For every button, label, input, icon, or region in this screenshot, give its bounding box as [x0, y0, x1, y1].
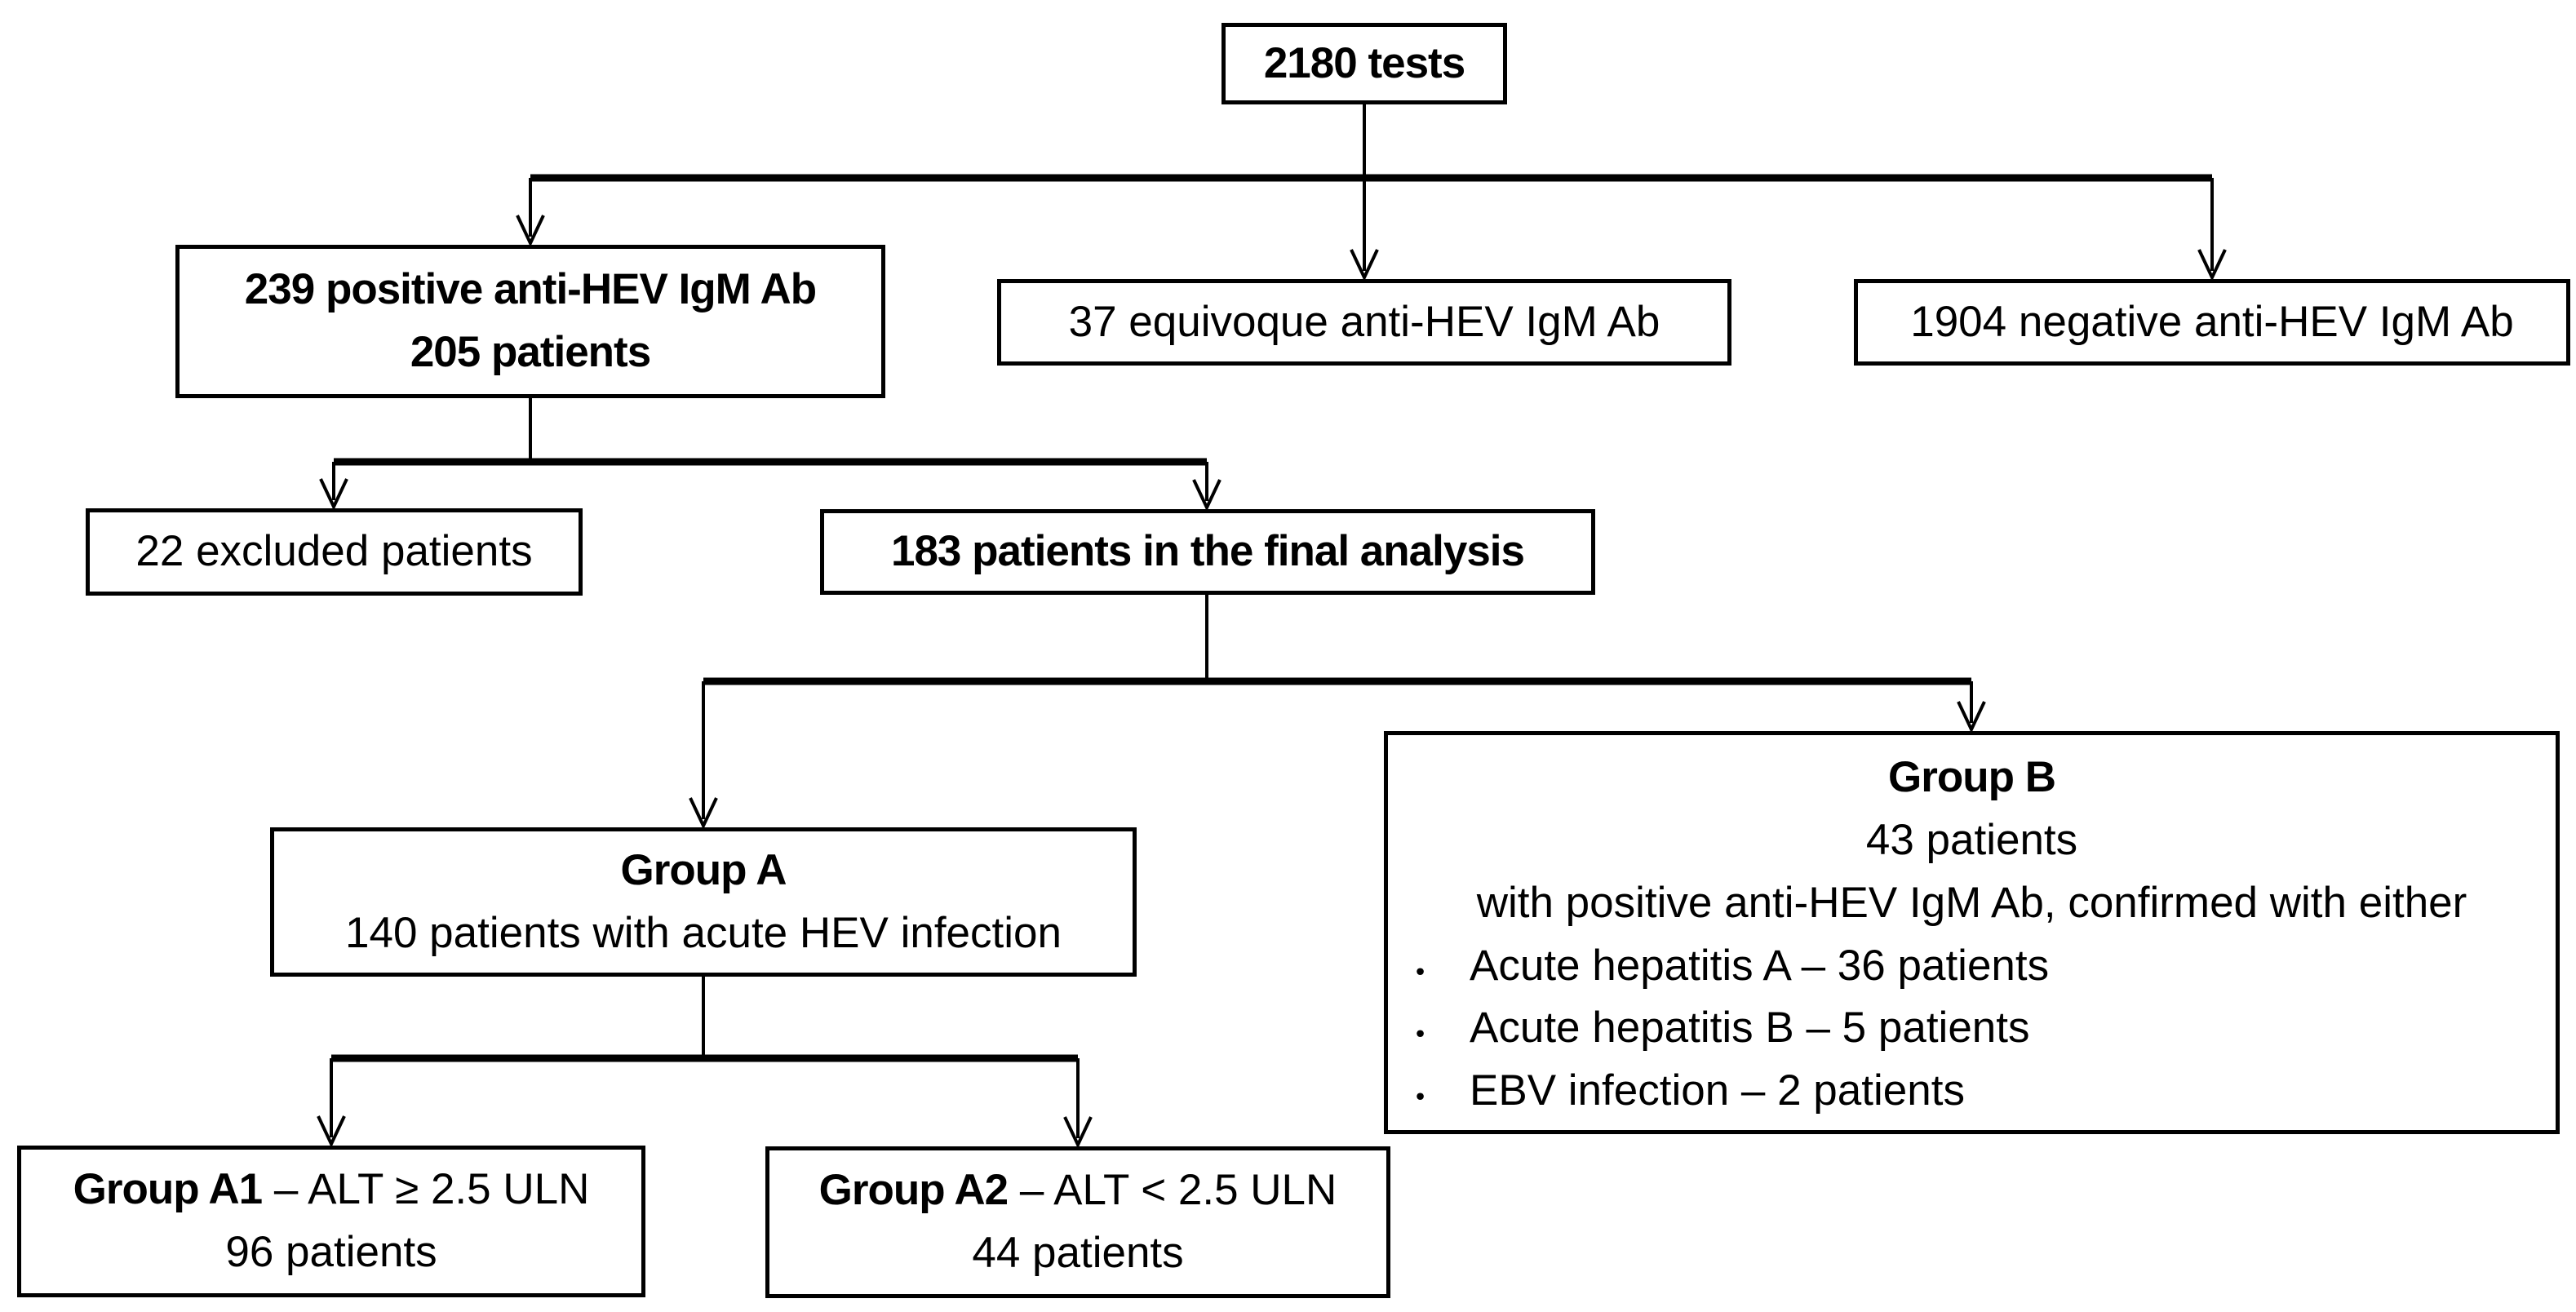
- bullet-icon: •: [1416, 955, 1425, 986]
- node-group-a2: Group A2 – ALT < 2.5 ULN 44 patients: [765, 1146, 1390, 1298]
- node-final-analysis: 183 patients in the final analysis: [820, 509, 1595, 595]
- group-a-title: Group A: [620, 845, 787, 894]
- node-excluded-patients: 22 excluded patients: [86, 508, 583, 596]
- bullet-icon: •: [1416, 1081, 1425, 1111]
- group-b-bullet-hepatitis-b: Acute hepatitis B – 5 patients: [1470, 1004, 2030, 1053]
- negative-count-label: 1904 negative anti-HEV IgM Ab: [1910, 297, 2514, 346]
- group-a-patients-label: 140 patients with acute HEV infection: [345, 908, 1062, 957]
- connector-group: [317, 104, 2227, 1149]
- arrowhead-final: [1192, 479, 1221, 512]
- group-a1-criteria: – ALT ≥ 2.5 ULN: [262, 1165, 590, 1214]
- list-item: • Acute hepatitis B – 5 patients: [1388, 997, 2556, 1060]
- arrowhead-excluded: [319, 478, 348, 511]
- group-b-bullet-ebv: EBV infection – 2 patients: [1470, 1066, 1965, 1115]
- arrowhead-group-b: [1957, 701, 1986, 734]
- node-negative-igm: 1904 negative anti-HEV IgM Ab: [1854, 279, 2570, 366]
- positive-patients-label: 205 patients: [410, 328, 651, 376]
- group-b-bullet-hepatitis-a: Acute hepatitis A – 36 patients: [1470, 941, 2050, 990]
- group-b-patients-label: 43 patients: [1865, 815, 2078, 864]
- group-a2-title: Group A2: [818, 1166, 1009, 1215]
- equivoque-count-label: 37 equivoque anti-HEV IgM Ab: [1068, 297, 1660, 346]
- arrowhead-negative: [2197, 249, 2227, 281]
- group-b-title: Group B: [1888, 753, 2056, 801]
- node-group-a1: Group A1 – ALT ≥ 2.5 ULN 96 patients: [17, 1146, 645, 1297]
- group-b-bullet-list: • Acute hepatitis A – 36 patients • Acut…: [1388, 935, 2556, 1124]
- excluded-count-label: 22 excluded patients: [135, 527, 533, 576]
- group-a2-title-line: Group A2 – ALT < 2.5 ULN: [819, 1159, 1337, 1222]
- arrowhead-group-a2: [1063, 1116, 1093, 1149]
- arrowhead-positive: [516, 215, 545, 247]
- arrowhead-equivoque: [1350, 249, 1379, 281]
- group-a1-title-line: Group A1 – ALT ≥ 2.5 ULN: [73, 1159, 590, 1221]
- group-b-confirmed-label: with positive anti-HEV IgM Ab, confirmed…: [1476, 878, 2467, 927]
- list-item: • Acute hepatitis A – 36 patients: [1388, 935, 2556, 998]
- group-a2-criteria: – ALT < 2.5 ULN: [1008, 1166, 1337, 1215]
- group-a2-patients-label: 44 patients: [972, 1229, 1184, 1277]
- node-group-a: Group A 140 patients with acute HEV infe…: [270, 827, 1137, 977]
- tests-count-label: 2180 tests: [1263, 38, 1465, 87]
- node-group-b: Group B 43 patients with positive anti-H…: [1384, 731, 2560, 1134]
- arrowhead-group-a1: [317, 1115, 346, 1148]
- node-2180-tests: 2180 tests: [1221, 23, 1507, 104]
- node-positive-igm: 239 positive anti-HEV IgM Ab 205 patient…: [175, 245, 885, 398]
- group-a1-title: Group A1: [73, 1165, 263, 1214]
- positive-count-label: 239 positive anti-HEV IgM Ab: [244, 265, 817, 314]
- node-equivoque-igm: 37 equivoque anti-HEV IgM Ab: [997, 279, 1731, 366]
- arrowhead-group-a: [689, 797, 718, 830]
- group-a1-patients-label: 96 patients: [225, 1228, 437, 1276]
- final-analysis-label: 183 patients in the final analysis: [890, 527, 1525, 576]
- bullet-icon: •: [1416, 1018, 1425, 1048]
- list-item: • EBV infection – 2 patients: [1388, 1060, 2556, 1123]
